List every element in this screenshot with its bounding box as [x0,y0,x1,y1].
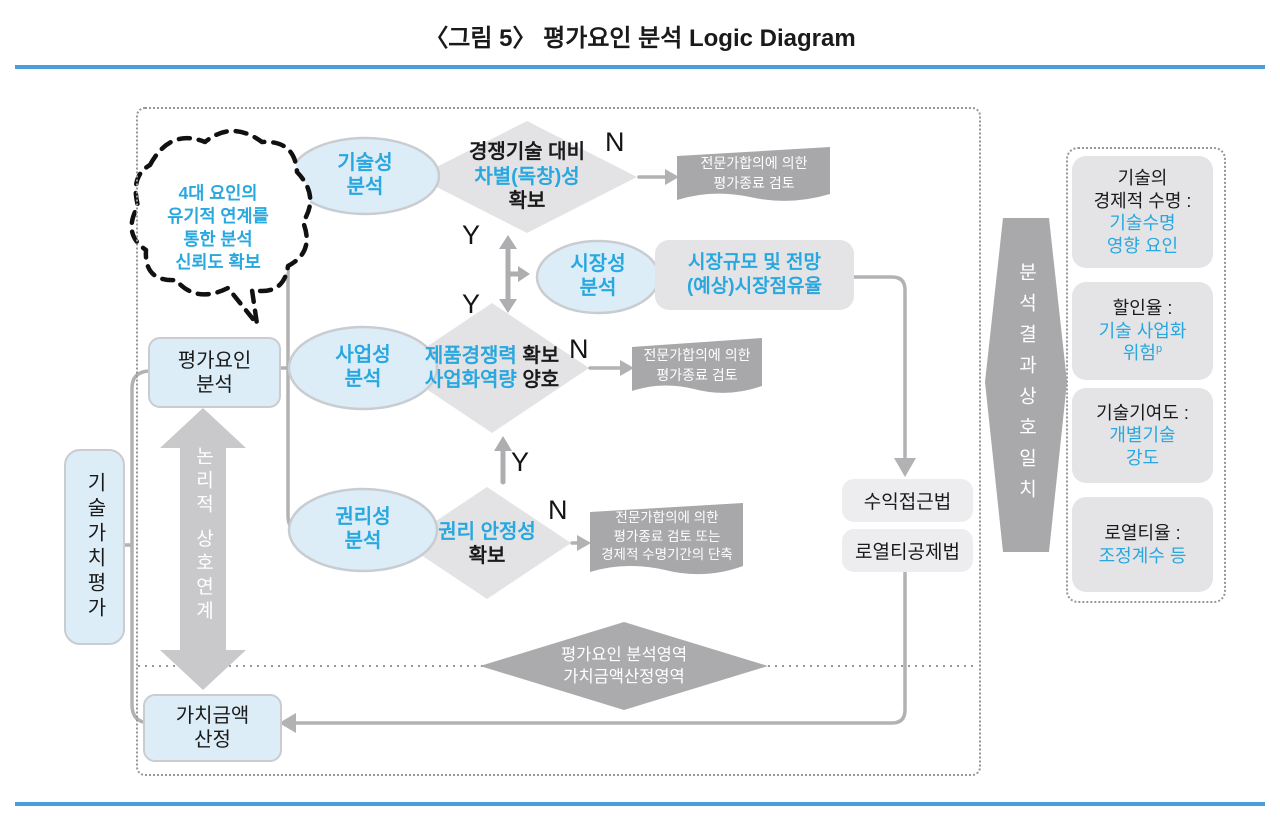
region-boundary-label: 평가요인 분석영역 가치금액산정영역 [560,645,688,686]
decision-business-line2: 사업화역량 양호 [424,369,560,391]
business-analysis-label: 사업성 분석 [335,344,391,390]
n2-arrowhead [620,360,634,376]
market-branch-head [518,266,530,282]
n3-arrowhead [577,535,591,551]
royalty-relief-box: 로열티공제법 [842,529,973,572]
tech-value-eval-box: 기술가치평가 [64,449,125,645]
market-info-box: 시장규모 및 전망 (예상)시장점유율 [655,240,854,310]
royalty-to-value-line [293,571,907,725]
left-spine-line [130,369,151,725]
market-to-income-line [851,275,907,462]
market-analysis-label: 시장성 분석 [570,253,626,299]
banner-1-label: 전문가합의에 의한 평가종료 검토 [700,155,808,191]
decision-tech-line1: 경쟁기술 대비 [469,141,585,164]
cloud-label: 4대 요인의 유기적 연계를 통한 분석 신뢰도 확보 [167,182,269,273]
d3-up-arrowhead [494,436,512,451]
business-analysis-ellipse [287,325,439,411]
banner-1 [677,147,830,201]
thick-arrowheads [494,235,530,451]
decision-rights-line2: 확보 [468,545,506,567]
logical-link-double-arrow [160,408,246,690]
decision-tech-line2: 차별(독창)성 [474,165,580,188]
income-approach-box: 수익접근법 [842,479,973,522]
right-dotted-frame [1066,147,1226,603]
income-down-arrowhead [894,458,916,477]
main-dotted-frame [136,107,981,776]
y3-label: Y [511,447,530,477]
decision-business-label: 제품경쟁력 확보 사업화역량 양호 [382,343,602,393]
end-review-banners [590,147,830,575]
bottom-rule [15,802,1265,806]
royalty-rate-blue: 조정계수 등 [1098,545,1187,566]
economic-life-black: 기술의 경제적 수명 : [1093,168,1192,211]
decision-tech-label: 경쟁기술 대비 차별(독창)성 확보 [427,141,627,213]
double-arrow-down-head [499,299,517,313]
region-boundary-diamond [480,622,768,710]
y1-label: Y [462,220,481,250]
tech-contribution-black: 기술기여도 : [1096,402,1189,423]
result-match-hexagon [985,218,1067,552]
decision-rights-line1: 권리 안정성 [438,520,536,543]
royalty-rate-black: 로열티율 : [1104,523,1181,543]
rights-analysis-ellipse [287,487,439,573]
banner-2 [632,338,762,393]
double-arrow-up-head [499,235,517,249]
value-left-arrowhead [279,713,296,733]
top-rule [15,65,1265,69]
factor-analysis-box: 평가요인 분석 [148,337,281,408]
tech-contribution-box: 기술기여도 : 개별기술 강도 [1072,388,1213,483]
decision-tech-line3: 확보 [508,190,546,213]
logical-link-label: 논리적 상호연계 [192,445,214,625]
n1-label: N [605,127,625,157]
royalty-rate-box: 로열티율 : 조정계수 등 [1072,497,1213,592]
decision-business-diamond [395,303,589,433]
n2-label: N [569,334,589,364]
discount-rate-blue: 기술 사업화 위험p [1098,320,1187,364]
analysis-ellipses [287,136,661,573]
y2-label: Y [462,289,481,319]
connector-lines [119,169,907,725]
thin-arrowheads [279,169,916,733]
n3-label: N [548,495,568,525]
banner-3-label: 전문가합의에 의한 평가종료 검토 또는 경제적 수명기간의 단축 [601,509,733,563]
decision-rights-diamond [403,487,571,599]
banner-3 [590,503,743,575]
result-match-label: 분석결과상호일치 [1015,262,1037,510]
banner-2-label: 전문가합의에 의한 평가종료 검토 [643,347,751,383]
figure-title: 〈그림 5〉 평가요인 분석 Logic Diagram [424,24,856,52]
discount-rate-superscript: p [1156,343,1163,356]
decision-tech-diamond [417,121,637,233]
decision-business-line1: 제품경쟁력 확보 [424,344,560,367]
tech-contribution-blue: 개별기술 강도 [1109,425,1176,468]
economic-life-blue: 기술수명 영향 요인 [1106,213,1179,256]
decision-rights-label: 권리 안정성 확보 [387,521,587,567]
economic-life-box: 기술의 경제적 수명 : 기술수명 영향 요인 [1072,156,1213,268]
y-arrow-lines [500,244,522,485]
n1-arrowhead [665,169,679,185]
rights-analysis-label: 권리성 분석 [335,506,391,552]
discount-rate-black: 할인율 : [1112,298,1173,319]
discount-rate-box: 할인율 : 기술 사업화 위험p [1072,282,1213,380]
decision-diamonds [395,121,637,599]
value-calc-box: 가치금액 산정 [143,694,282,762]
tech-analysis-label: 기술성 분석 [337,152,393,198]
